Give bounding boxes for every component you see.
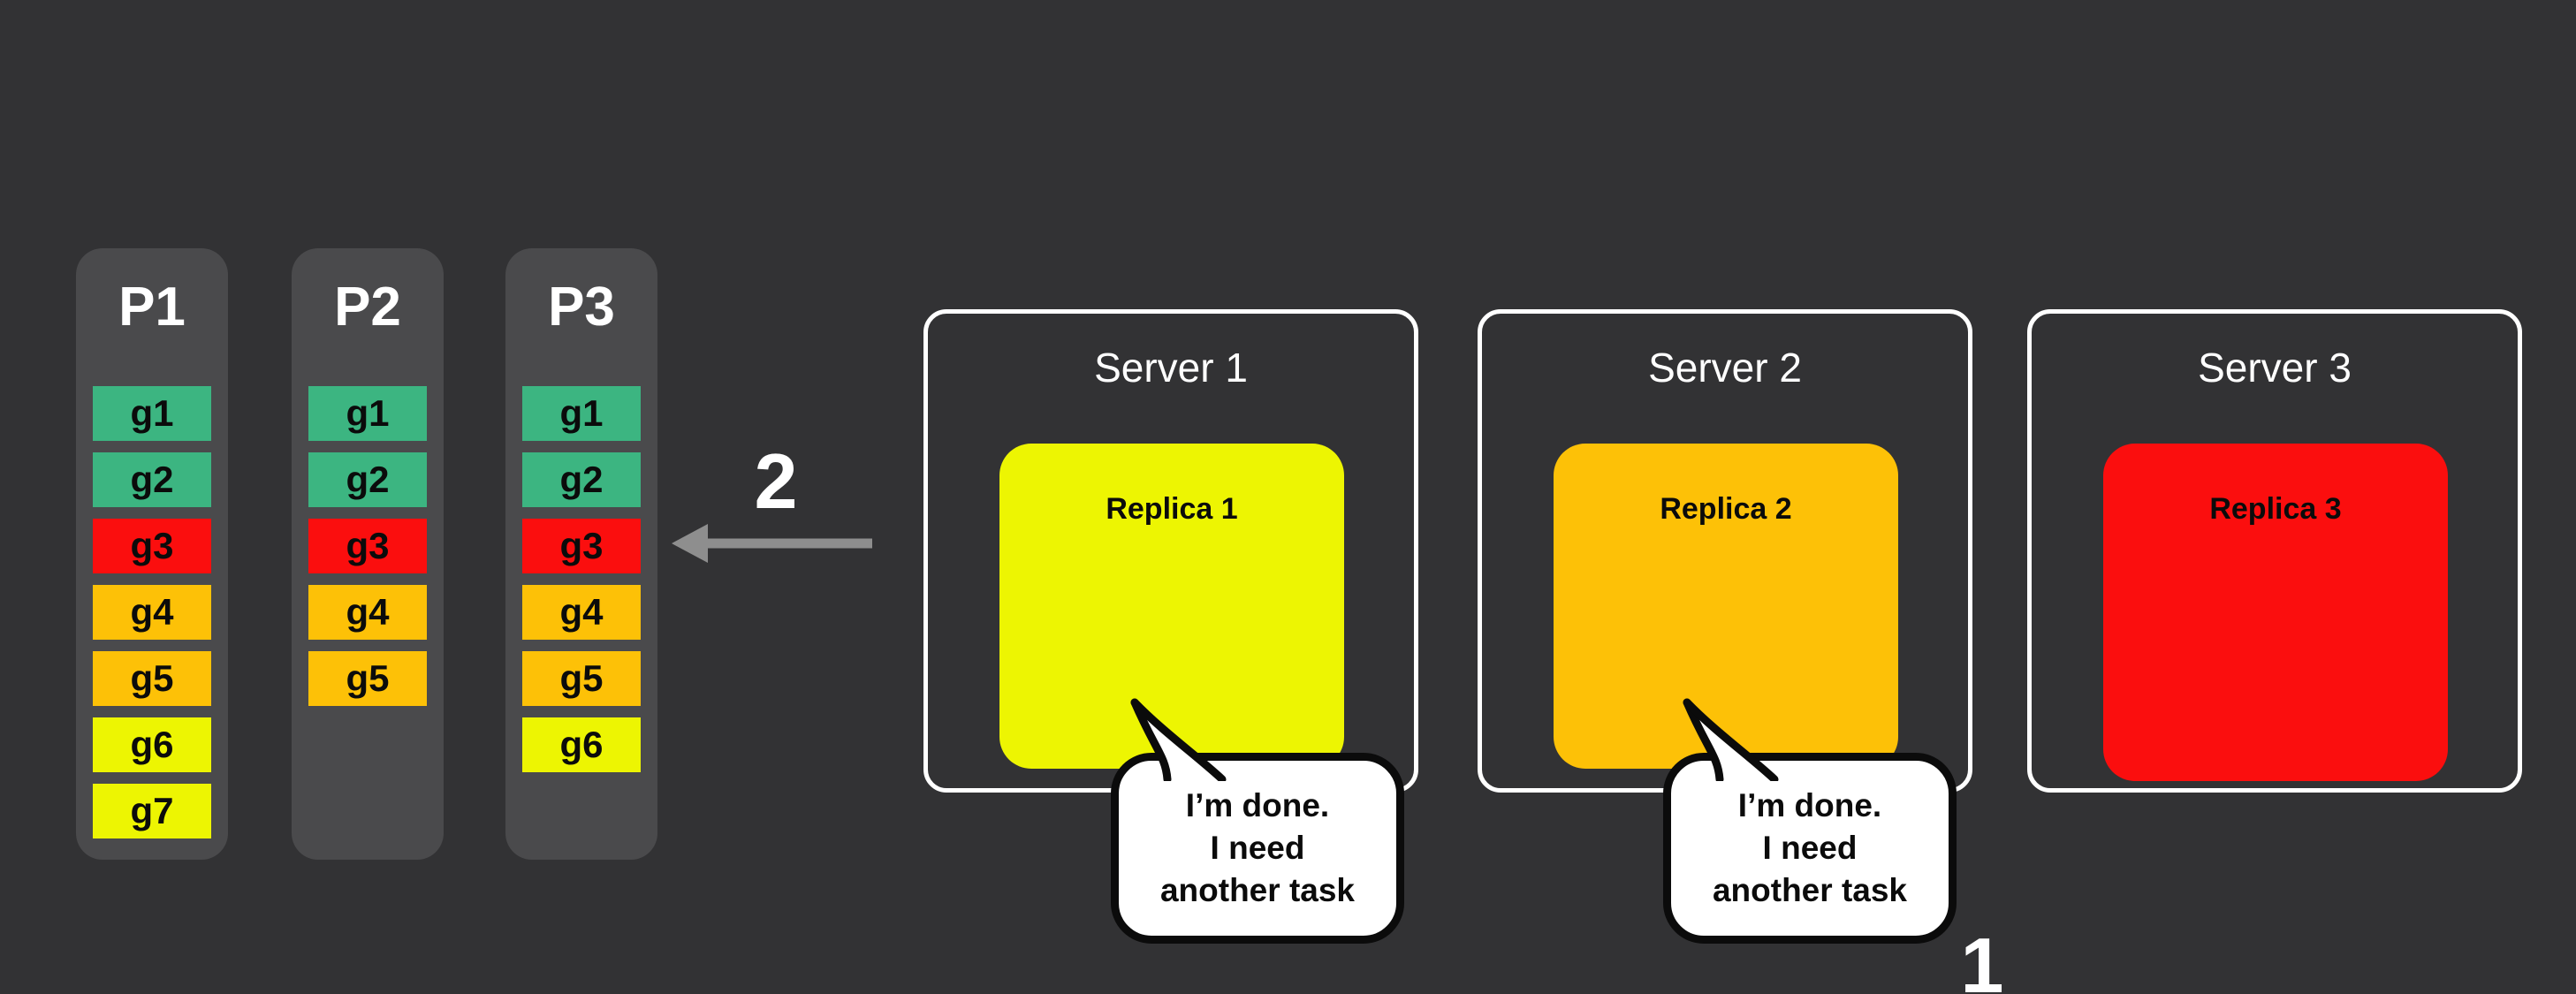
speech-bubble-replica-2: I’m done. I need another task — [1663, 698, 1957, 944]
task-chip: g2 — [522, 452, 641, 507]
step-2-label: 2 — [754, 437, 798, 525]
partition-p3: P3 g1 g2 g3 g4 g5 g6 — [505, 248, 657, 860]
replica-title: Replica 2 — [1660, 492, 1792, 526]
replica-title: Replica 3 — [2209, 492, 2342, 526]
task-chip: g1 — [522, 386, 641, 441]
step-1-label: 1 — [1960, 922, 2004, 994]
server-2-box: Server 2 Replica 2 — [1478, 309, 1972, 793]
task-list: g1 g2 g3 g4 g5 g6 — [505, 386, 657, 784]
left-arrow-icon — [672, 524, 872, 563]
replica-1-box: Replica 1 — [999, 444, 1344, 769]
server-title: Server 2 — [1648, 345, 1802, 391]
task-chip: g3 — [93, 519, 211, 573]
speech-bubble-tail-icon — [1130, 698, 1227, 781]
task-chip: g4 — [522, 585, 641, 640]
task-list: g1 g2 g3 g4 g5 — [292, 386, 444, 717]
bubble-text-line: I need — [1210, 830, 1305, 866]
task-chip: g5 — [522, 651, 641, 706]
speech-bubble-tail-icon — [1683, 698, 1779, 781]
task-chip: g6 — [93, 717, 211, 772]
server-title: Server 3 — [2198, 345, 2352, 391]
assign-arrow — [667, 520, 884, 573]
task-list: g1 g2 g3 g4 g5 g6 g7 — [76, 386, 228, 850]
task-chip: g2 — [93, 452, 211, 507]
task-chip: g5 — [93, 651, 211, 706]
server-1-box: Server 1 Replica 1 — [923, 309, 1418, 793]
task-chip: g7 — [93, 784, 211, 838]
bubble-text-line: another task — [1159, 872, 1355, 908]
task-chip: g4 — [308, 585, 427, 640]
task-chip: g2 — [308, 452, 427, 507]
replica-3-box: Replica 3 — [2103, 444, 2448, 781]
task-chip: g1 — [93, 386, 211, 441]
speech-bubble-replica-1: I’m done. I need another task — [1111, 698, 1404, 944]
replica-title: Replica 1 — [1106, 492, 1238, 526]
partition-p1: P1 g1 g2 g3 g4 g5 g6 g7 — [76, 248, 228, 860]
task-chip: g3 — [522, 519, 641, 573]
bubble-text-line: I’m done. — [1185, 787, 1330, 823]
bubble-text-line: another task — [1712, 872, 1907, 908]
partition-title: P1 — [118, 277, 186, 338]
task-chip: g1 — [308, 386, 427, 441]
task-chip: g4 — [93, 585, 211, 640]
bubble-text-line: I need — [1762, 830, 1858, 866]
partition-title: P2 — [334, 277, 401, 338]
server-3-box: Server 3 Replica 3 — [2027, 309, 2522, 793]
task-chip: g3 — [308, 519, 427, 573]
bubble-text-line: I’m done. — [1737, 787, 1882, 823]
server-title: Server 1 — [1094, 345, 1248, 391]
partition-p2: P2 g1 g2 g3 g4 g5 — [292, 248, 444, 860]
replica-2-box: Replica 2 — [1554, 444, 1898, 769]
task-chip: g5 — [308, 651, 427, 706]
partition-title: P3 — [548, 277, 615, 338]
task-chip: g6 — [522, 717, 641, 772]
